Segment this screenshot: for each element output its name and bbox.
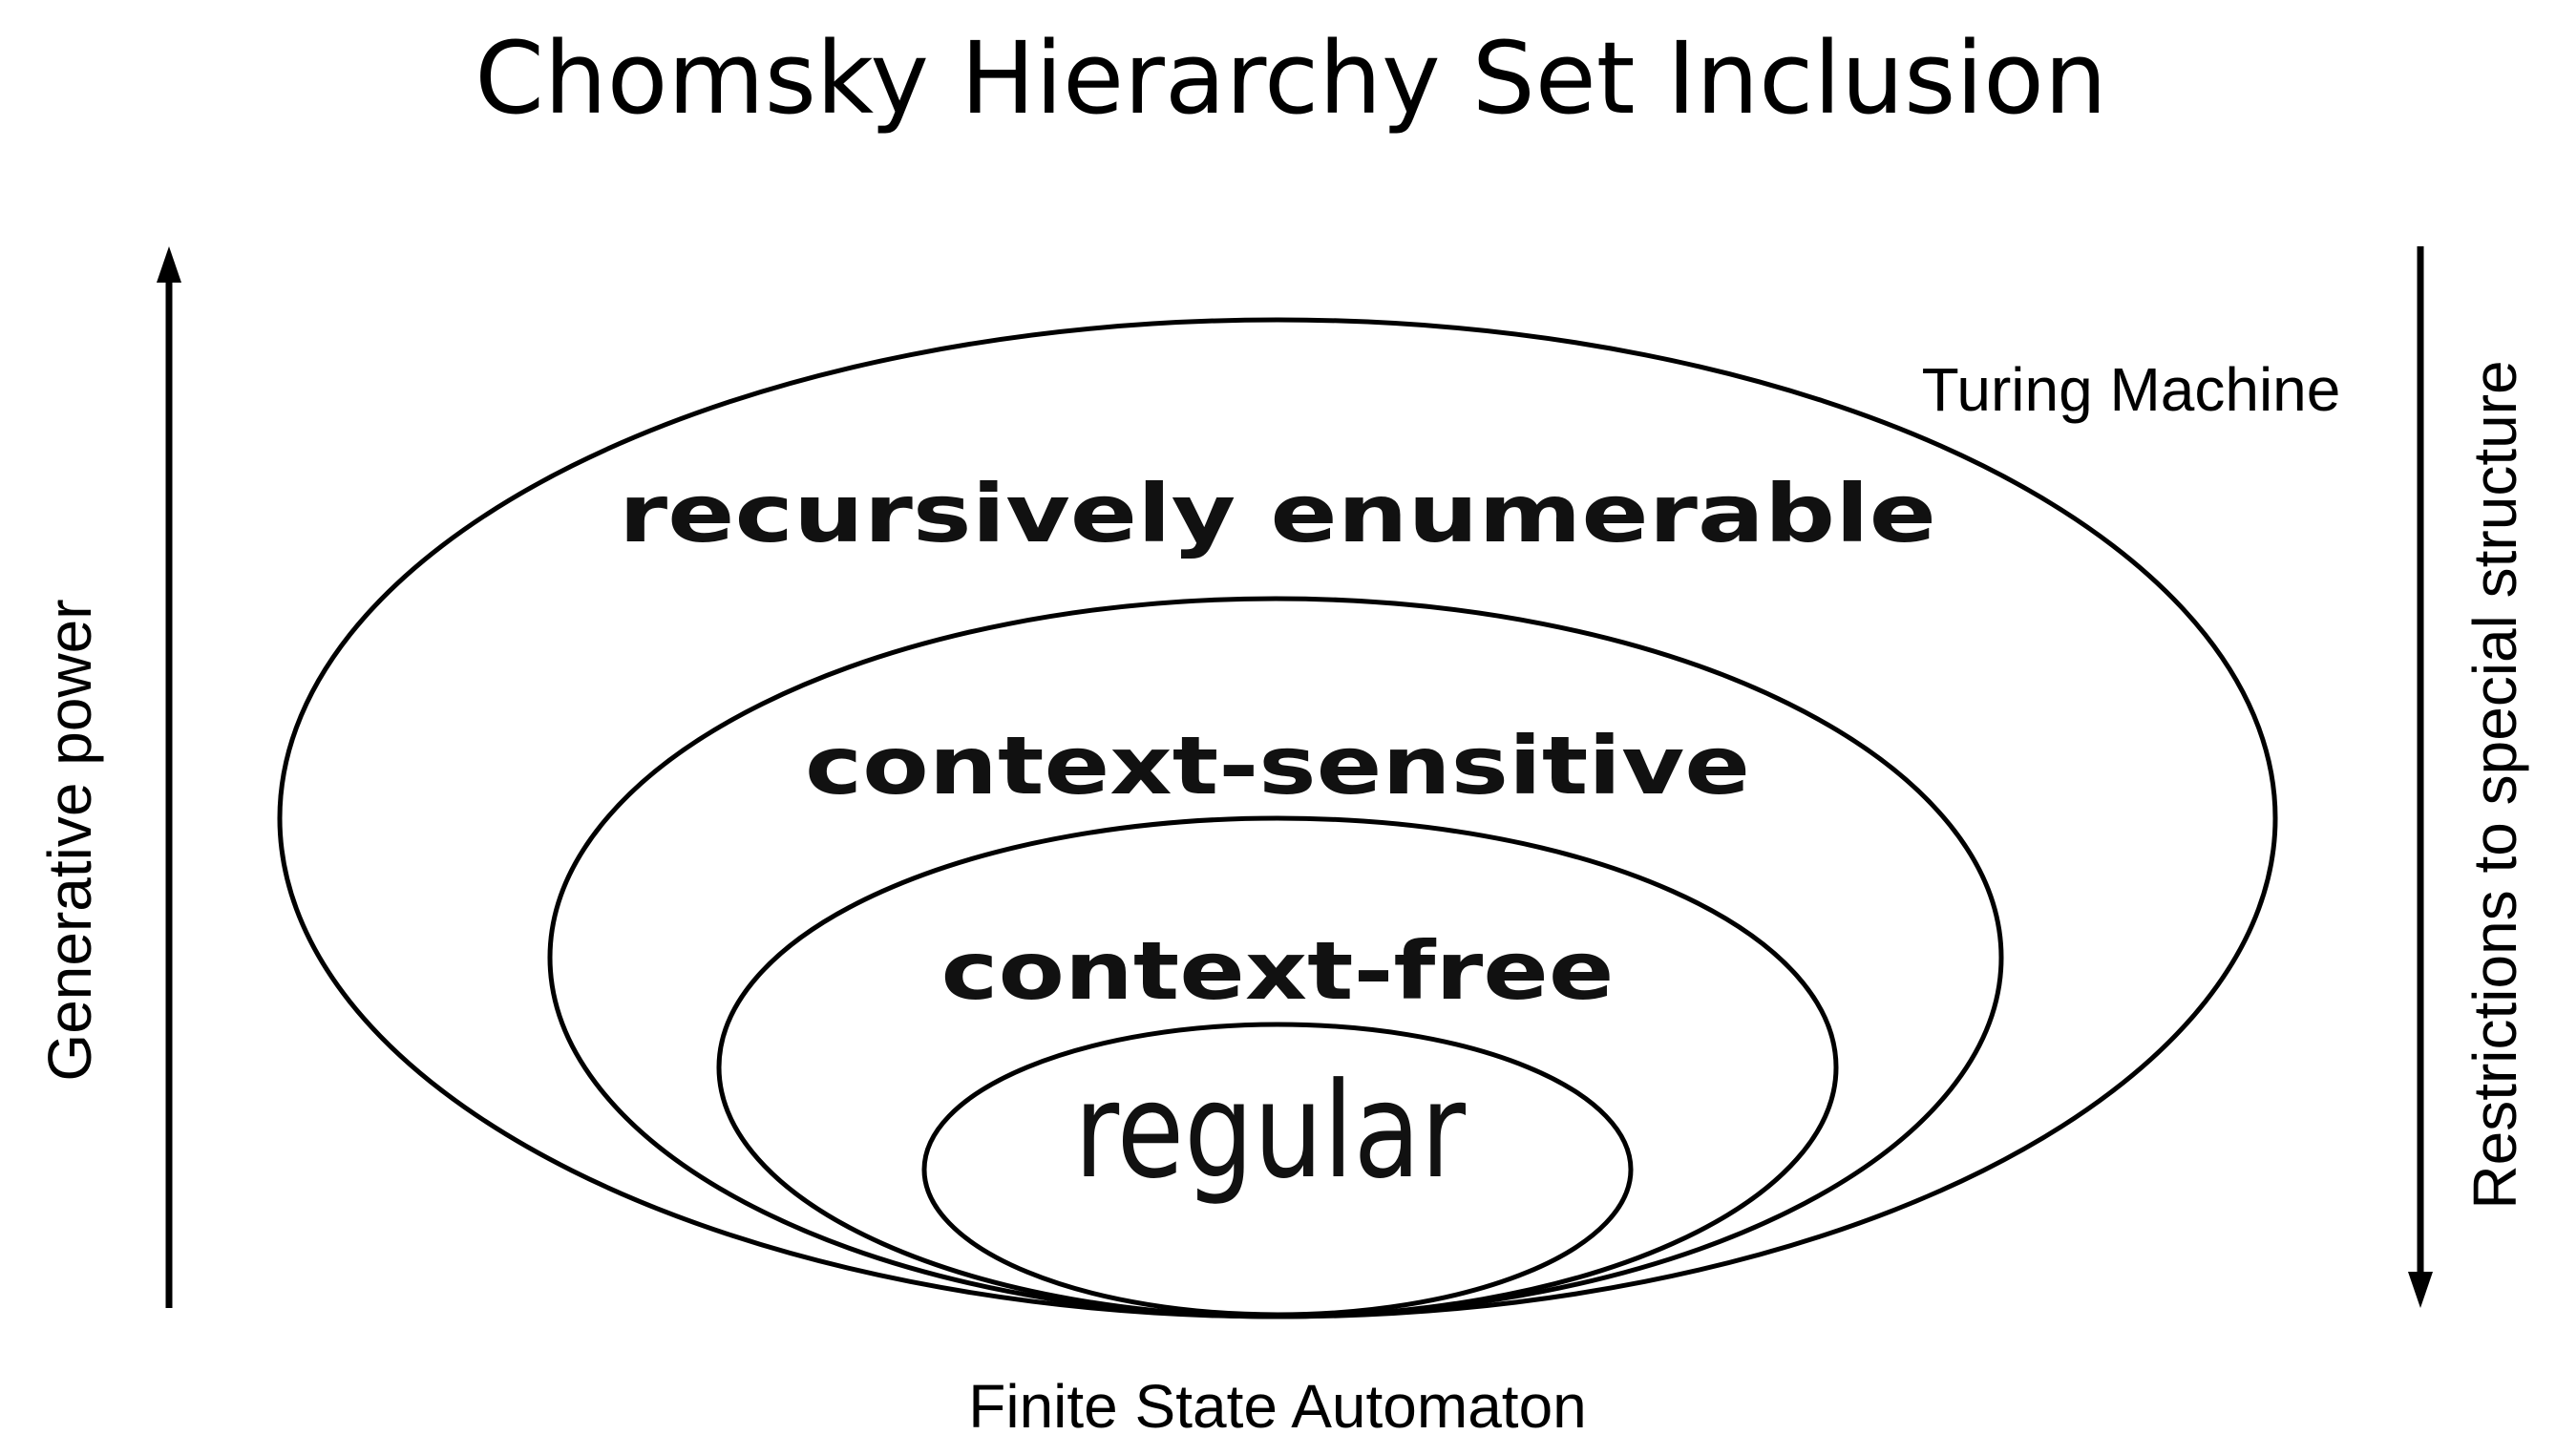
finite-state-automaton-label: Finite State Automaton: [968, 1372, 1587, 1441]
diagram-title: Chomsky Hierarchy Set Inclusion: [475, 20, 2107, 137]
regular-ellipse: [921, 1022, 1634, 1318]
generative-power-label: Generative power: [35, 599, 104, 1081]
turing-machine-label: Turing Machine: [1922, 355, 2341, 424]
restrictions-label: Restrictions to special structure: [2461, 360, 2529, 1209]
generative-power-arrow-head: [157, 246, 181, 283]
context-free-label: context-free: [941, 924, 1615, 1018]
regular-label: regular: [1074, 1054, 1466, 1208]
recursively-enumerable-label: recursively enumerable: [619, 467, 1936, 560]
restrictions-arrow-head: [2408, 1272, 2433, 1308]
context-sensitive-label: context-sensitive: [805, 719, 1750, 812]
